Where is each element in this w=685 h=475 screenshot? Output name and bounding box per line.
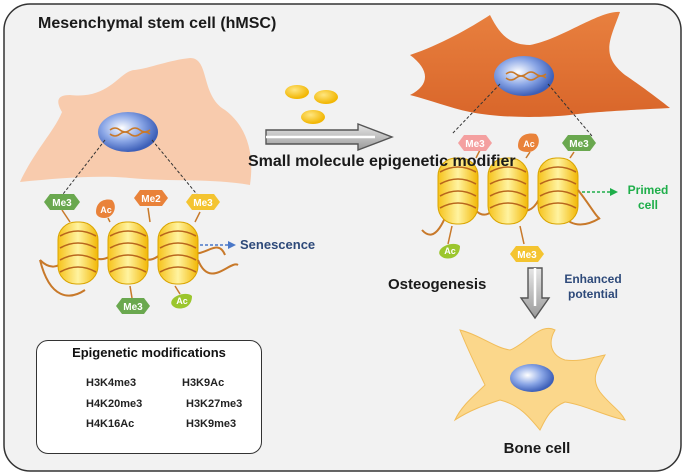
hmsc-title: Mesenchymal stem cell (hMSC) bbox=[38, 15, 277, 32]
h3k4me3-badge bbox=[44, 194, 80, 210]
small-molecule bbox=[301, 110, 325, 124]
histone bbox=[437, 157, 479, 225]
histone bbox=[57, 221, 99, 285]
badge-label: Me3 bbox=[517, 250, 537, 261]
badge-label: Me3 bbox=[569, 139, 589, 150]
h3k27me3-badge bbox=[510, 246, 544, 262]
histone bbox=[487, 157, 529, 225]
badge-label: Me3 bbox=[193, 198, 213, 209]
zoom-line bbox=[59, 139, 106, 199]
h3k9ac-badge bbox=[171, 293, 192, 309]
enhanced-potential-label: Enhanced potential bbox=[564, 272, 622, 301]
h3k4me3-badge bbox=[116, 298, 150, 314]
histone bbox=[537, 157, 579, 225]
legend-item-h4k20me3: H4K20me3 bbox=[86, 398, 143, 410]
h4k16ac-badge bbox=[96, 199, 115, 218]
h3k9ac-badge bbox=[439, 243, 460, 259]
zoom-line bbox=[547, 83, 593, 137]
osteogenesis-label: Osteogenesis bbox=[388, 276, 487, 293]
bone-cell-label: Bone cell bbox=[503, 440, 571, 457]
badge-label: Ac bbox=[176, 296, 188, 306]
badge-label: Ac bbox=[444, 246, 456, 256]
h4k20me3-badge bbox=[134, 190, 168, 206]
legend-item-h3k9ac: H3K9Ac bbox=[182, 377, 225, 389]
legend-item-h3k27me3: H3K27me3 bbox=[186, 398, 243, 410]
legend-item-h3k4me3: H3K4me3 bbox=[86, 377, 137, 389]
h3k4me3-badge bbox=[562, 135, 596, 151]
histone bbox=[157, 221, 199, 285]
badge-label: Ac bbox=[100, 205, 112, 215]
legend-item-h3k9me3: H3K9me3 bbox=[186, 418, 237, 430]
badge-label: Me2 bbox=[141, 194, 161, 205]
h3k27me3-badge bbox=[186, 194, 220, 210]
bone-cell-nucleus bbox=[510, 364, 554, 392]
primed-cell-label: Primed cell bbox=[627, 183, 669, 212]
h4k16ac-badge bbox=[518, 133, 539, 152]
modifier-label: Small molecule epigenetic modifier bbox=[248, 153, 516, 170]
legend-title: Epigenetic modifications bbox=[72, 345, 226, 360]
treatment-arrow bbox=[265, 122, 394, 152]
small-molecule bbox=[285, 85, 309, 99]
badge-label: Ac bbox=[523, 139, 535, 149]
zoom-line bbox=[451, 83, 501, 135]
badge-label: Me3 bbox=[465, 139, 485, 150]
osteogenesis-arrow bbox=[519, 267, 551, 320]
senescence-label: Senescence bbox=[240, 237, 316, 252]
badge-label: Me3 bbox=[123, 302, 143, 313]
small-molecule bbox=[314, 90, 338, 104]
badge-label: Me3 bbox=[52, 198, 72, 209]
histone bbox=[107, 221, 149, 285]
legend: Epigenetic modifications bbox=[36, 340, 262, 454]
legend-item-h4k16ac: H4K16Ac bbox=[86, 418, 135, 430]
h3k9me3-badge bbox=[458, 135, 492, 151]
zoom-line bbox=[151, 139, 201, 199]
